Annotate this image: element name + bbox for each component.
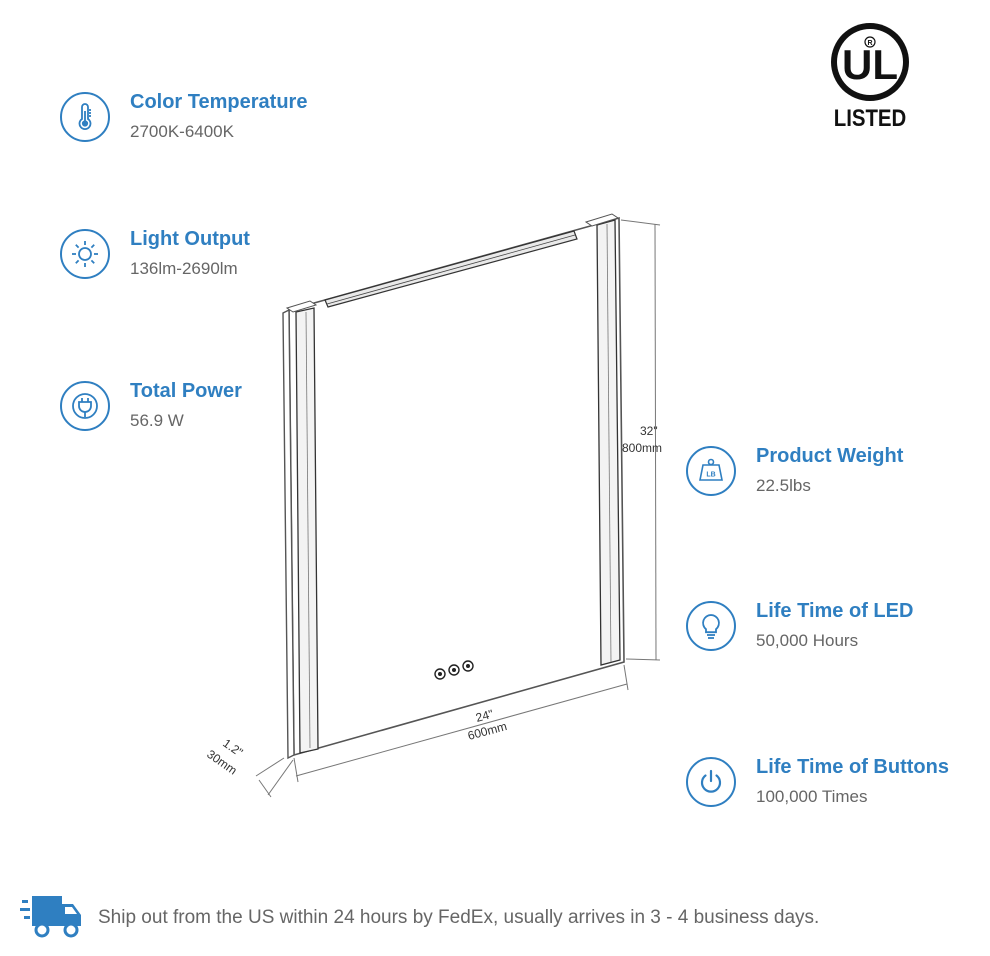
spec-title: Life Time of Buttons <box>756 756 949 778</box>
spec-led-lifetime: Life Time of LED 50,000 Hours <box>686 599 913 652</box>
ul-listed-text: LISTED <box>833 105 907 132</box>
spec-value: 22.5lbs <box>756 476 811 495</box>
spec-button-lifetime: Life Time of Buttons 100,000 Times <box>686 755 949 808</box>
spec-light-output: Light Output 136lm-2690lm <box>60 227 250 280</box>
spec-total-power: Total Power 56.9 W <box>60 379 242 432</box>
height-inches: 32" <box>640 424 658 438</box>
width-inches: 24" <box>474 707 495 725</box>
width-dimension <box>293 664 629 783</box>
spec-product-weight: LB Product Weight 22.5lbs <box>686 444 903 497</box>
plug-icon <box>60 380 110 431</box>
spec-value: 100,000 Times <box>756 787 868 806</box>
truck-icon <box>20 890 84 945</box>
spec-value: 50,000 Hours <box>756 631 859 650</box>
spec-title: Total Power <box>130 380 242 402</box>
spec-title: Product Weight <box>756 445 904 467</box>
ul-listed-logo: UL R LISTED <box>826 22 914 133</box>
depth-dimension <box>255 757 294 798</box>
registered-mark: R <box>867 40 872 47</box>
power-icon <box>686 756 736 807</box>
lightbulb-icon <box>686 600 736 651</box>
spec-title: Life Time of LED <box>756 600 914 622</box>
sun-icon <box>60 228 110 279</box>
height-dimension <box>620 219 661 661</box>
weight-icon: LB <box>686 445 736 496</box>
shipping-info: Ship out from the US within 24 hours by … <box>20 890 819 945</box>
spec-value: 136lm-2690lm <box>130 259 238 278</box>
ul-letters: UL <box>842 41 898 88</box>
mirror-outline <box>282 213 625 760</box>
spec-title: Color Temperature <box>130 91 308 113</box>
spec-value: 2700K-6400K <box>130 122 234 141</box>
touch-buttons <box>434 660 474 680</box>
spec-title: Light Output <box>130 228 250 250</box>
height-mm: 800mm <box>622 441 662 455</box>
shipping-text: Ship out from the US within 24 hours by … <box>98 906 820 928</box>
thermometer-icon <box>60 91 110 142</box>
spec-value: 56.9 W <box>130 411 184 430</box>
spec-color-temperature: Color Temperature 2700K-6400K <box>60 90 307 143</box>
weight-icon-label: LB <box>706 471 715 478</box>
